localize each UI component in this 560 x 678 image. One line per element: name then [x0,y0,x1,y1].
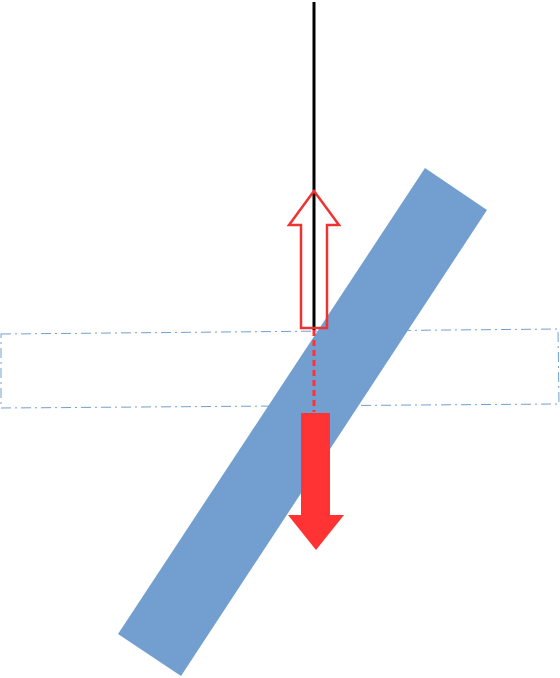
dashed-rectangle-outline [0,328,560,409]
up-arrow-outline-icon [286,188,342,330]
down-arrow-solid-icon [288,413,344,550]
